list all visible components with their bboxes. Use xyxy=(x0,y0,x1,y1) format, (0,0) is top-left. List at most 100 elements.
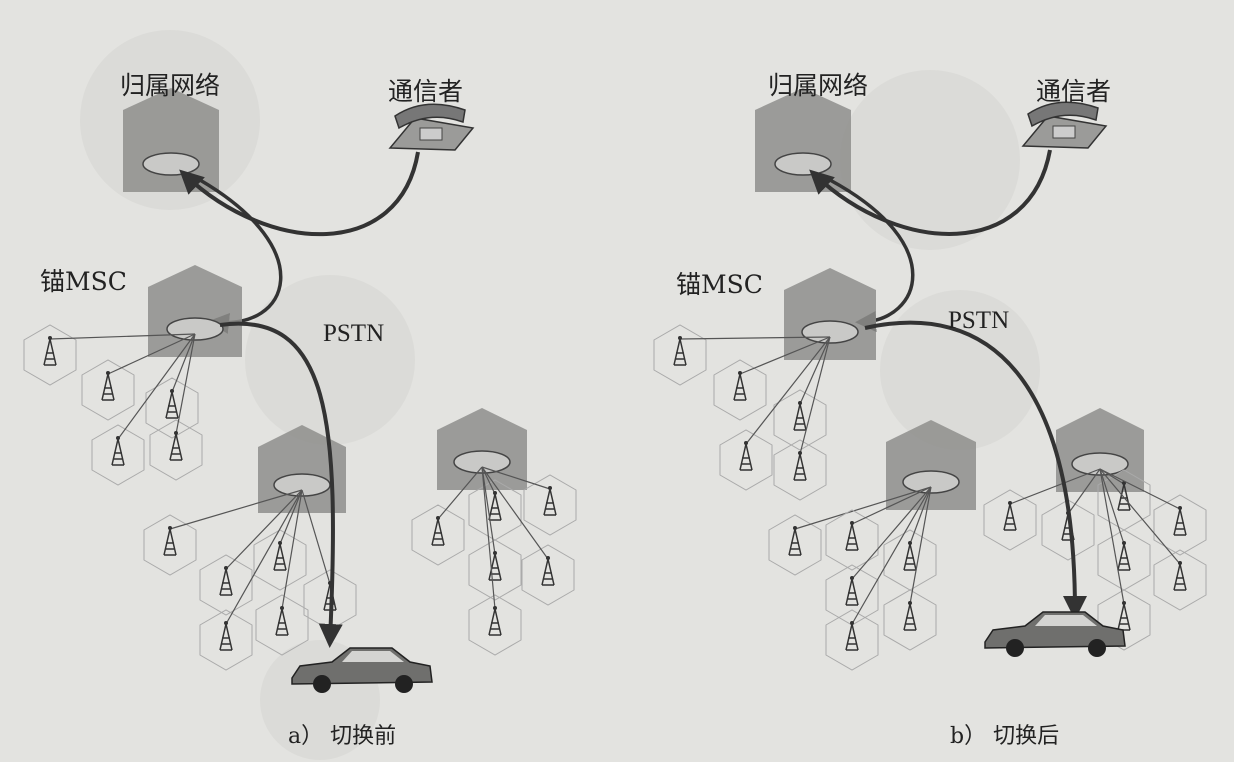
cell-hexagon xyxy=(713,359,767,421)
call-path-arrow-a xyxy=(219,321,343,648)
cell-hexagon xyxy=(253,529,307,591)
router-icon xyxy=(774,152,832,176)
cell-hexagon xyxy=(521,544,575,606)
caption-b: b） 切换后 xyxy=(950,724,1060,749)
link-line xyxy=(909,486,932,545)
cell-tower-icon xyxy=(111,436,125,466)
link-line xyxy=(279,489,303,545)
link-line xyxy=(745,336,831,445)
link-line xyxy=(794,486,932,530)
cell-hexagon xyxy=(768,514,822,576)
cell-tower-icon xyxy=(169,431,183,461)
cell-hexagon xyxy=(143,514,197,576)
visited-msc-building-b xyxy=(886,420,976,510)
telephone-icon xyxy=(388,103,475,151)
link-line xyxy=(481,466,549,560)
cell-tower-icon xyxy=(903,541,917,571)
cell-hexagon xyxy=(199,609,253,671)
link-line xyxy=(169,489,303,530)
link-line xyxy=(851,486,932,580)
cell-hexagon xyxy=(149,419,203,481)
cell-tower-icon xyxy=(219,621,233,651)
cell-tower-icon xyxy=(1117,541,1131,571)
pstn-label-a: PSTN xyxy=(323,320,385,347)
cell-hexagon xyxy=(91,424,145,486)
home-network-label-a: 归属网络 xyxy=(120,71,221,100)
cell-tower-icon xyxy=(1173,506,1187,536)
cell-tower-icon xyxy=(739,441,753,471)
cell-hexagon xyxy=(411,504,465,566)
cell-tower-icon xyxy=(903,601,917,631)
cell-tower-icon xyxy=(101,371,115,401)
cell-hexagon xyxy=(1097,589,1151,651)
cell-hexagon xyxy=(199,554,253,616)
link-line xyxy=(1099,468,1181,510)
link-line xyxy=(481,466,496,495)
background-blob xyxy=(245,275,415,445)
cell-tower-icon xyxy=(165,389,179,419)
correspondent-label-b: 通信者 xyxy=(1036,77,1112,106)
cell-tower-icon xyxy=(1003,501,1017,531)
cell-tower-icon xyxy=(845,521,859,551)
cell-tower-icon xyxy=(219,566,233,596)
pstn-label-b: PSTN xyxy=(948,307,1010,334)
home-network-building-a xyxy=(123,88,219,192)
visited-msc-building-a xyxy=(258,425,346,513)
cell-hexagon xyxy=(468,594,522,656)
cell-hexagon xyxy=(23,324,77,386)
cell-tower-icon xyxy=(43,336,57,366)
cell-tower-icon xyxy=(793,451,807,481)
cell-tower-icon xyxy=(488,491,502,521)
cell-hexagon xyxy=(1097,529,1151,591)
anchor-msc-building-a xyxy=(148,265,242,357)
cell-tower-icon xyxy=(1117,601,1131,631)
correspondent-to-home-link-b xyxy=(809,149,1052,236)
link-line xyxy=(225,489,303,570)
link-line xyxy=(107,333,196,375)
cell-hexagon xyxy=(1153,494,1207,556)
cell-hexagon xyxy=(653,324,707,386)
cell-tower-icon xyxy=(733,371,747,401)
cell-tower-icon xyxy=(845,621,859,651)
link-line xyxy=(225,489,303,625)
cell-hexagon xyxy=(468,539,522,601)
link-line xyxy=(851,486,932,525)
telephone-icon xyxy=(1021,101,1108,149)
cell-hexagon xyxy=(145,377,199,439)
caption-a: a） 切换前 xyxy=(288,724,397,749)
car-icon xyxy=(984,611,1126,657)
link-line xyxy=(1009,468,1101,505)
cell-hexagon xyxy=(523,474,577,536)
link-line xyxy=(1067,468,1101,515)
link-line xyxy=(437,466,483,520)
cell-tower-icon xyxy=(163,526,177,556)
link-line xyxy=(481,466,496,555)
router-icon xyxy=(142,152,200,176)
link-line xyxy=(171,333,196,393)
cell-hexagon xyxy=(1153,549,1207,611)
link-line xyxy=(281,489,303,610)
router-icon xyxy=(1071,452,1129,476)
cell-hexagon xyxy=(773,389,827,451)
link-line xyxy=(739,336,831,375)
correspondent-to-home-link-a xyxy=(179,151,420,237)
anchor-msc-building-b xyxy=(784,268,876,360)
link-line xyxy=(799,336,831,455)
link-line xyxy=(851,486,932,625)
cell-hexagon xyxy=(883,589,937,651)
link-line xyxy=(679,336,831,340)
cell-tower-icon xyxy=(1173,561,1187,591)
link-line xyxy=(909,486,932,605)
cell-hexagon xyxy=(255,594,309,656)
background-blob xyxy=(840,70,1020,250)
cell-tower-icon xyxy=(275,606,289,636)
cell-tower-icon xyxy=(793,401,807,431)
cell-hexagon xyxy=(983,489,1037,551)
link-line xyxy=(301,489,331,585)
cell-hexagon xyxy=(81,359,135,421)
router-icon xyxy=(902,470,960,494)
correspondent-label-a: 通信者 xyxy=(388,77,464,106)
cell-hexagon xyxy=(825,609,879,671)
cell-hexagon xyxy=(883,529,937,591)
